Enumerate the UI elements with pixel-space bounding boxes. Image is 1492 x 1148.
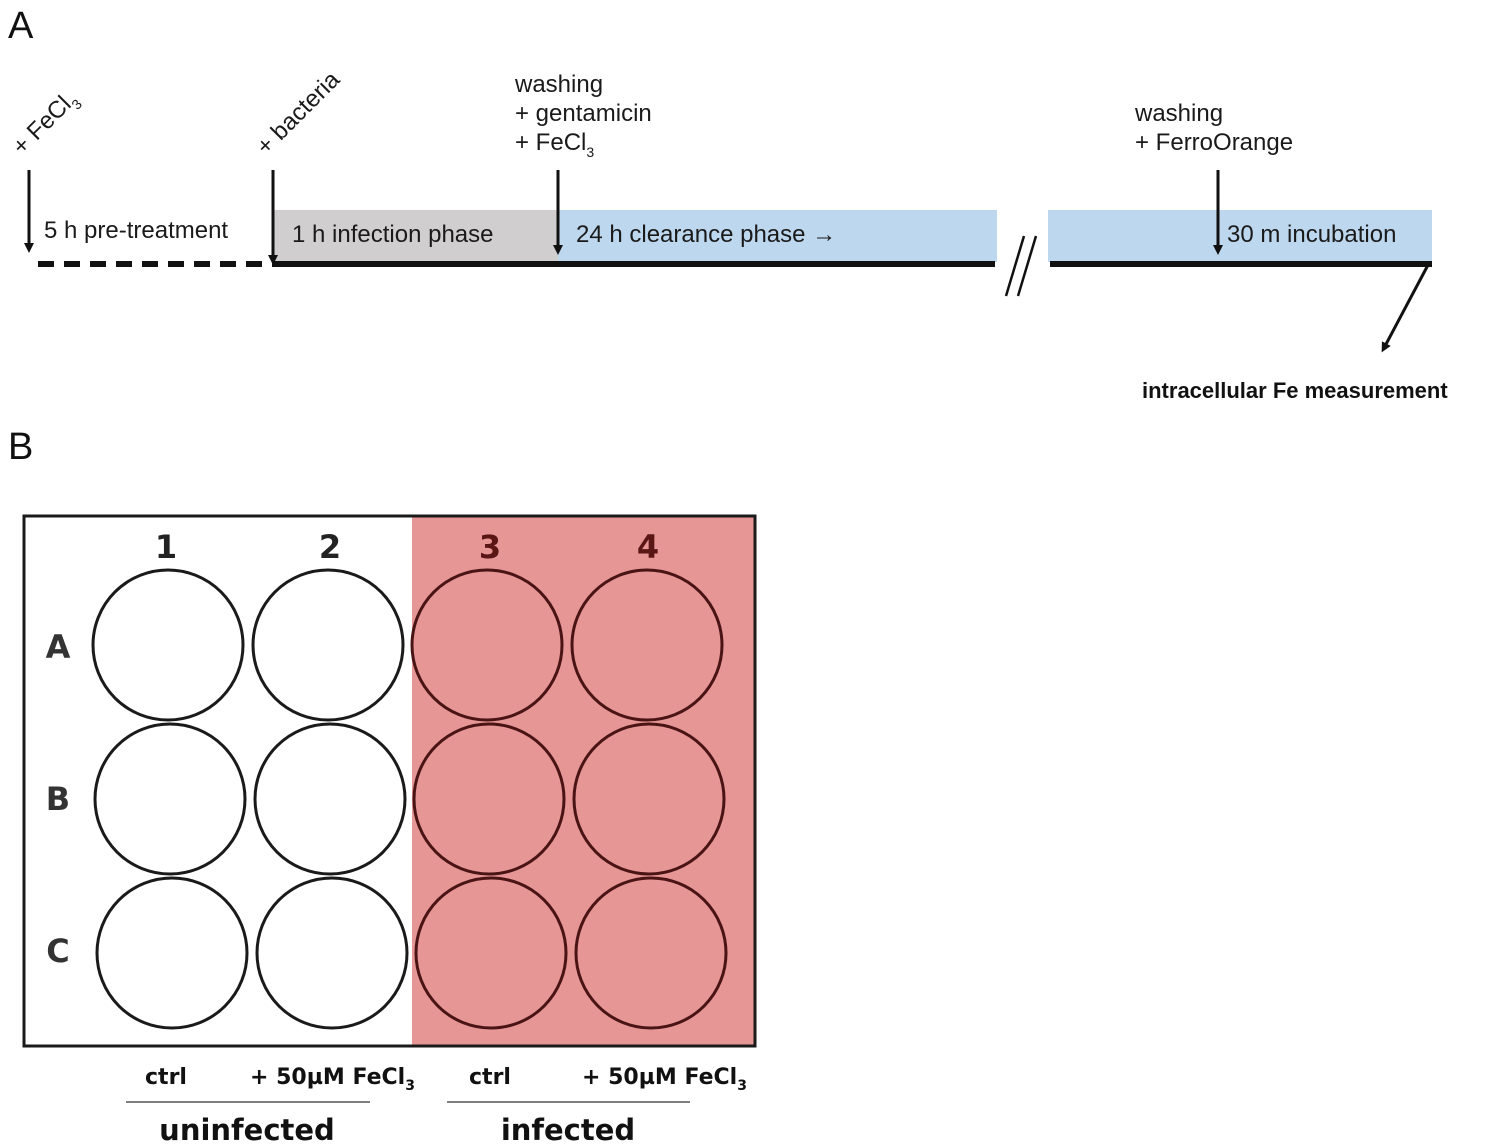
bacteria-event-label: + bacteria <box>251 66 346 161</box>
break-mark-left <box>1004 235 1026 297</box>
well-b1 <box>93 722 247 876</box>
row-header-a: A <box>46 628 71 666</box>
infected-group-label: infected <box>501 1113 635 1147</box>
panel-b-label: B <box>8 426 33 468</box>
timeline-break-gap <box>997 200 1048 302</box>
panel-a-label: A <box>8 5 34 47</box>
infection-phase-bg <box>273 210 558 262</box>
measurement-arrow <box>1381 264 1430 353</box>
wash2-line2: + FerroOrange <box>1135 129 1293 156</box>
well-a2 <box>251 568 405 722</box>
clearance-phase-bg <box>558 210 1432 262</box>
pretreatment-label: 5 h pre-treatment <box>44 217 228 244</box>
row-header-b: B <box>46 780 70 818</box>
well-a3 <box>410 568 564 722</box>
incubation-label: 30 m incubation <box>1227 221 1396 248</box>
well-c3 <box>414 876 568 1030</box>
well-a4 <box>570 568 724 722</box>
wash1-line2: + gentamicin <box>515 100 652 127</box>
well-c2 <box>255 876 409 1030</box>
wash1-line1: washing <box>514 71 603 98</box>
footer-col4-label: + 50µM FeCl3 <box>582 1065 747 1094</box>
footer-col2-label: + 50µM FeCl3 <box>250 1065 415 1094</box>
well-a1 <box>91 568 245 722</box>
column-header-1: 1 <box>155 528 177 566</box>
measurement-label: intracellular Fe measurement <box>1142 378 1448 403</box>
footer-col3-label: ctrl <box>469 1065 511 1090</box>
fecl3-event-label: + FeCl3 <box>7 85 85 163</box>
wash1-line3: + FeCl3 <box>515 129 594 160</box>
wash2-line1: washing <box>1134 100 1223 127</box>
footer-col1-label: ctrl <box>145 1065 187 1090</box>
row-header-c: C <box>46 932 69 970</box>
clearance-phase-label: 24 h clearance phase → <box>576 221 836 248</box>
well-b3 <box>412 722 566 876</box>
column-header-3: 3 <box>479 528 501 566</box>
infection-phase-label: 1 h infection phase <box>292 221 493 248</box>
plate-outline <box>22 514 757 1048</box>
break-mark-right <box>1016 235 1038 297</box>
uninfected-group-label: uninfected <box>159 1113 335 1147</box>
well-b4 <box>572 722 726 876</box>
well-c4 <box>574 876 728 1030</box>
well-grid <box>91 568 728 1030</box>
well-c1 <box>95 876 249 1030</box>
column-header-4: 4 <box>637 528 659 566</box>
well-b2 <box>253 722 407 876</box>
column-header-2: 2 <box>319 528 341 566</box>
